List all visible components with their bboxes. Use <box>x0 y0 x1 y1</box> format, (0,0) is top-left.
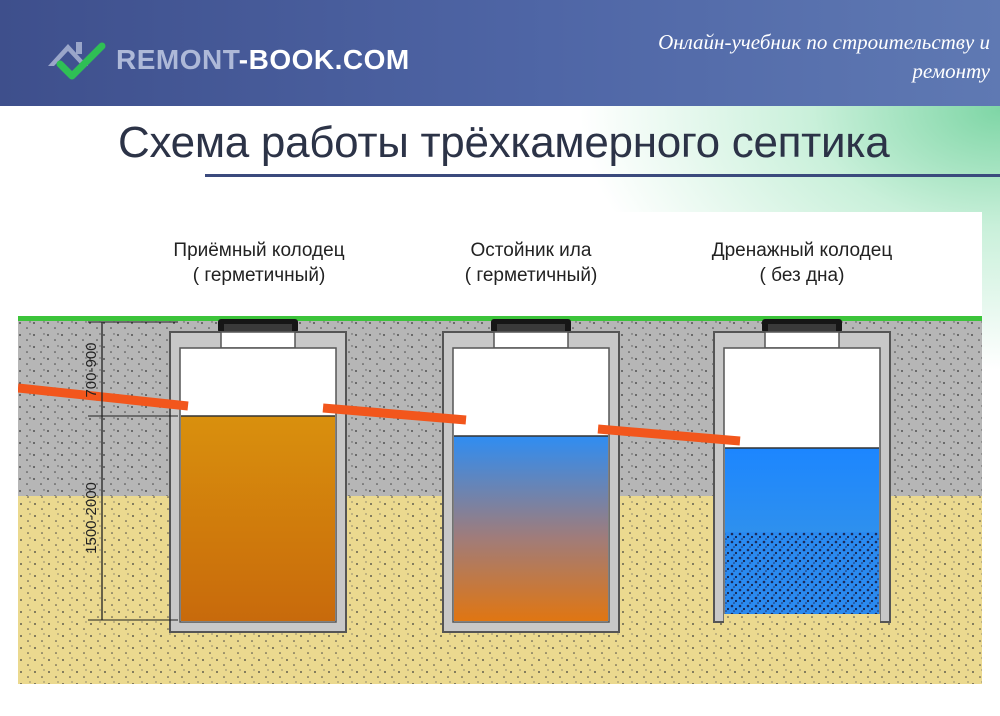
house-check-logo-icon[interactable] <box>44 36 108 84</box>
chamber3-filter-bed <box>725 532 879 622</box>
depth-dimension: 700-900 1500-2000 <box>83 321 178 621</box>
sky-area <box>18 212 982 316</box>
tagline-line1: Онлайн-учебник по строительству и <box>658 30 990 54</box>
chamber3-drainage-well <box>713 319 891 624</box>
brand-link[interactable]: REMONT-BOOK.COM <box>116 44 410 76</box>
chamber2-mixed-liquid <box>454 436 608 621</box>
pipe-chamber1-to-chamber2 <box>322 403 467 425</box>
chamber1-receiving-well <box>169 319 347 633</box>
brand-name-part1: REMONT <box>116 44 239 75</box>
chamber2-label-line2: ( герметичный) <box>465 265 598 286</box>
chamber2-label-line1: Остойник ила <box>471 240 592 261</box>
title-underline <box>205 174 1000 177</box>
septic-diagram: Приёмный колодец ( герметичный) Остойник… <box>18 212 982 684</box>
pipe-chamber2-to-chamber3 <box>597 424 741 446</box>
chamber3-label-line1: Дренажный колодец <box>712 240 893 261</box>
tagline-line2: ремонту <box>912 59 990 83</box>
tagline: Онлайн-учебник по строительству и ремонт… <box>590 28 990 86</box>
chamber3-label-line2: ( без дна) <box>760 265 845 286</box>
chamber2-sludge-settler <box>442 319 620 633</box>
dimension-top-label: 700-900 <box>83 342 100 397</box>
grass-line <box>18 316 982 321</box>
page-title: Схема работы трёхкамерного септика <box>118 118 890 167</box>
dimension-bottom-label: 1500-2000 <box>83 482 100 554</box>
inlet-pipe <box>18 383 189 411</box>
chamber3-water <box>725 448 879 532</box>
chamber1-label-line2: ( герметичный) <box>193 265 326 286</box>
chamber1-sludge <box>181 416 335 621</box>
brand-name-part2: -BOOK.COM <box>238 44 410 75</box>
chamber1-label-line1: Приёмный колодец <box>173 240 344 261</box>
site-header: REMONT-BOOK.COM Онлайн-учебник по строит… <box>0 0 1000 106</box>
